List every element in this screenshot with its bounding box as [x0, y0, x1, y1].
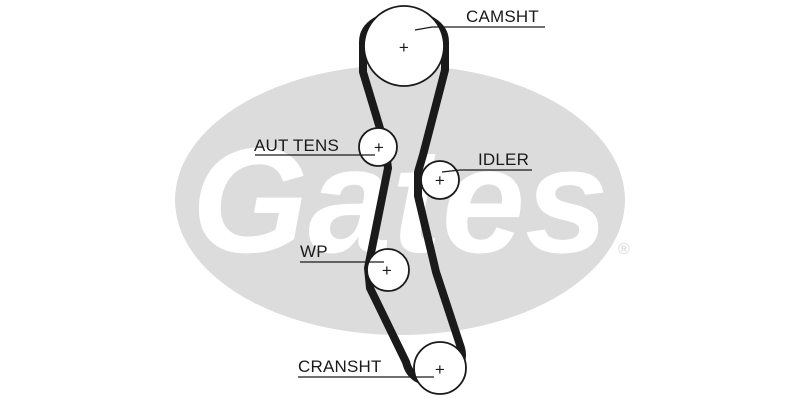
label-camshaft: CAMSHT [466, 7, 539, 26]
idler-pulley: + [420, 160, 460, 200]
crankshaft-center-mark: + [435, 360, 445, 379]
camshaft-center-mark: + [399, 38, 409, 57]
water-pump-pulley: + [366, 248, 410, 292]
gates-watermark: Gates ® [175, 65, 630, 335]
leader-lines [255, 26, 545, 378]
auto-tensioner-pulley: + [358, 127, 398, 167]
label-water-pump: WP [300, 242, 328, 261]
label-idler: IDLER [478, 150, 529, 169]
label-crankshaft: CRANSHT [298, 357, 382, 376]
crankshaft-pulley: + [413, 341, 467, 395]
tensioner-center-mark: + [374, 138, 384, 157]
registered-mark: ® [618, 241, 630, 258]
water-pump-center-mark: + [382, 261, 392, 280]
camshaft-pulley: + [363, 5, 445, 87]
label-auto-tensioner: AUT TENS [254, 136, 339, 155]
watermark-ellipse [175, 65, 625, 335]
idler-center-mark: + [435, 171, 445, 190]
camshaft-leader [414, 26, 545, 31]
idler-leader [441, 169, 532, 173]
